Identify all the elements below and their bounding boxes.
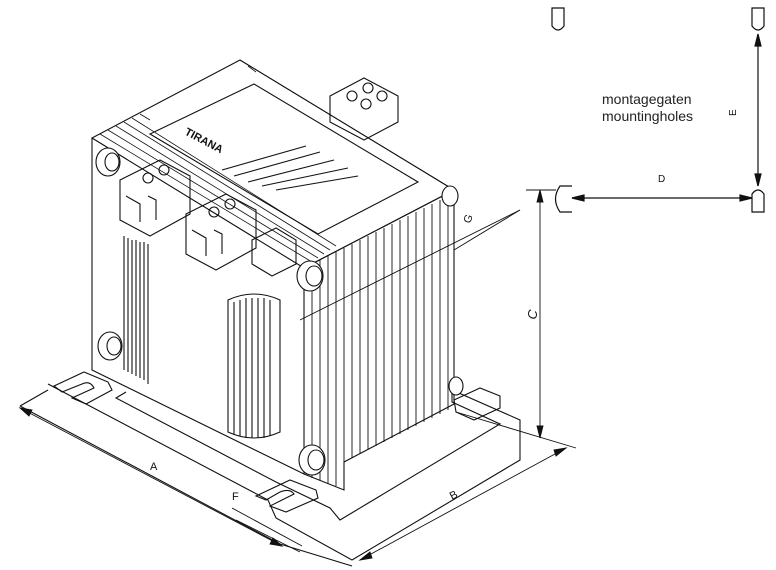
dimension-label-e: E xyxy=(728,109,739,116)
lamination-lines xyxy=(311,196,449,486)
dimension-label-a: A xyxy=(150,461,158,473)
core-right-face xyxy=(303,189,455,491)
caption-mountingholes: mountingholes xyxy=(602,108,693,124)
terminal-block-side xyxy=(251,227,297,277)
brand-mark: TIRANA xyxy=(183,126,225,156)
terminal-block-rear xyxy=(329,77,399,141)
mounting-hole-top-right xyxy=(751,7,765,31)
bolt-top-right xyxy=(441,185,459,207)
mounting-hole-bottom-right xyxy=(751,189,765,213)
base-slot-left xyxy=(52,371,113,405)
bolt-bottom-front xyxy=(298,444,326,476)
bolt-bottom-left xyxy=(97,331,123,361)
mounting-holes-diagram xyxy=(551,7,765,213)
mounting-hole-bottom-left xyxy=(554,185,572,213)
coil-left xyxy=(123,236,149,384)
bolt-bottom-right xyxy=(448,376,464,396)
mounting-hole-top-left xyxy=(551,7,565,31)
bolt-top-left xyxy=(95,147,121,177)
base-slot-front xyxy=(254,479,319,513)
dimension-lines xyxy=(18,189,577,561)
bolt-middle xyxy=(296,260,324,292)
dimension-label-g: G xyxy=(462,213,476,225)
base-plate xyxy=(47,383,521,561)
core-top-plate xyxy=(148,83,420,235)
dimension-label-d: D xyxy=(658,174,665,185)
dimension-label-f: F xyxy=(232,491,239,503)
dimension-label-c: C xyxy=(524,308,541,320)
caption-montagegaten: montagegaten xyxy=(602,91,692,107)
dimension-label-b: B xyxy=(448,489,460,503)
terminal-block-front-1 xyxy=(119,159,191,237)
core-front-left-face xyxy=(91,138,305,475)
terminal-block-front-2 xyxy=(185,193,257,271)
transformer-body xyxy=(19,59,521,567)
bolts xyxy=(95,147,464,476)
coil-right xyxy=(227,293,281,439)
